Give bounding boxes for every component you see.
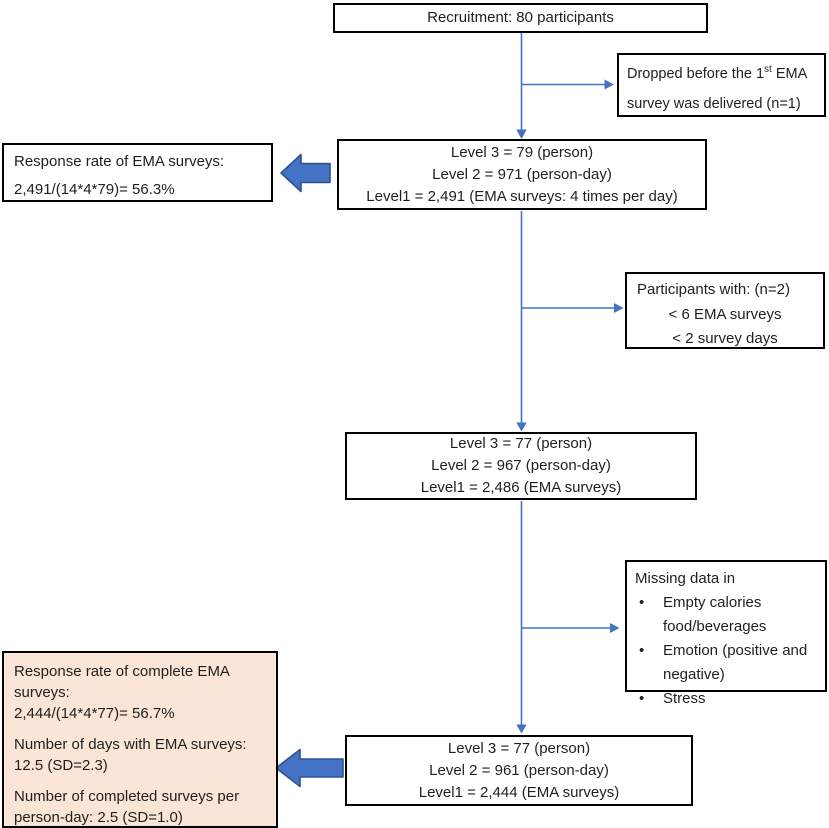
recruitment-box: Recruitment: 80 participants xyxy=(333,3,708,33)
dropped-line-1-rest: EMA xyxy=(771,66,808,82)
response-rate-label: Response rate of EMA surveys: xyxy=(14,153,225,170)
arrowhead-down-2 xyxy=(516,422,527,432)
summary-line: Number of completed surveys per person-d… xyxy=(14,788,240,826)
excluded-criterion-1: < 6 EMA surveys xyxy=(668,305,782,323)
arrowhead-right-1 xyxy=(604,79,614,90)
level3-count: Level 3 = 77 (person) xyxy=(449,435,593,452)
dropped-before-first-survey-box: Dropped before the 1st EMA survey was de… xyxy=(617,53,826,117)
level-counts-box-1: Level 3 = 79 (person) Level 2 = 971 (per… xyxy=(337,139,707,210)
missing-data-item: Stress xyxy=(635,687,821,711)
summary-paragraph-response-rate: Response rate of complete EMA surveys: 2… xyxy=(14,661,266,724)
summary-line: 12.5 (SD=2.3) xyxy=(14,757,108,774)
dropped-line-2: survey was delivered (n=1) xyxy=(627,96,801,112)
excluded-participants-box: Participants with: (n=2) < 6 EMA surveys… xyxy=(625,272,825,349)
response-rate-box: Response rate of EMA surveys: 2,491/(14*… xyxy=(2,143,273,202)
level3-count: Level 3 = 77 (person) xyxy=(447,739,591,757)
level1-count: Level1 = 2,444 (EMA surveys) xyxy=(418,783,620,801)
summary-box: Response rate of complete EMA surveys: 2… xyxy=(2,651,278,828)
arrowhead-down-1 xyxy=(516,129,527,139)
level2-count: Level 2 = 971 (person-day) xyxy=(432,165,612,183)
response-rate-value: 2,491/(14*4*79)= 56.3% xyxy=(14,181,175,198)
dropped-line-1-text: Dropped before the 1 xyxy=(627,66,765,82)
missing-data-title: Missing data in xyxy=(635,570,736,587)
excluded-title: Participants with: (n=2) xyxy=(637,281,790,298)
level2-count: Level 2 = 967 (person-day) xyxy=(431,457,611,474)
missing-data-box: Missing data in Empty calories food/beve… xyxy=(625,560,827,711)
level2-count: Level 2 = 961 (person-day) xyxy=(429,761,609,779)
level-counts-box-2: Level 3 = 77 (person) Level 2 = 967 (per… xyxy=(345,432,697,500)
excluded-criterion-2: < 2 survey days xyxy=(672,330,778,347)
dropped-line-1: Dropped before the 1st EMA xyxy=(627,59,816,89)
summary-paragraph-per-day: Number of completed surveys per person-d… xyxy=(14,786,266,828)
block-arrow-left-2 xyxy=(275,748,344,788)
arrowhead-right-2 xyxy=(614,303,624,313)
level1-count: Level1 = 2,491 (EMA surveys: 4 times per… xyxy=(366,187,678,205)
arrowhead-right-3 xyxy=(610,623,620,633)
missing-data-item: Emotion (positive and negative) xyxy=(635,639,821,687)
summary-paragraph-days: Number of days with EMA surveys: 12.5 (S… xyxy=(14,734,266,776)
missing-data-list: Empty calories food/beverages Emotion (p… xyxy=(635,591,821,711)
level1-count: Level1 = 2,486 (EMA surveys) xyxy=(420,479,622,496)
missing-data-item: Empty calories food/beverages xyxy=(635,591,821,639)
block-arrow-left-1 xyxy=(280,153,331,193)
recruitment-text: Recruitment: 80 participants xyxy=(427,9,614,26)
level3-count: Level 3 = 79 (person) xyxy=(450,143,594,161)
arrowhead-down-3 xyxy=(516,724,527,734)
summary-line: Number of days with EMA surveys: xyxy=(14,736,247,753)
summary-line: 2,444/(14*4*77)= 56.7% xyxy=(14,705,175,722)
ordinal-superscript: st xyxy=(764,64,772,76)
level-counts-box-3: Level 3 = 77 (person) Level 2 = 961 (per… xyxy=(345,735,693,806)
summary-line: Response rate of complete EMA surveys: xyxy=(14,663,230,701)
